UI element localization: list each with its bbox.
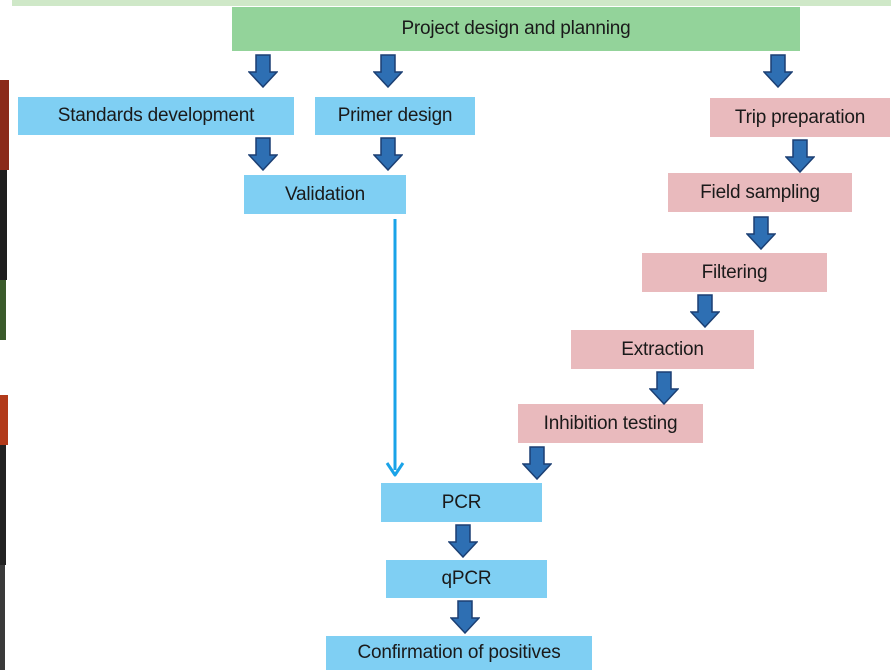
down-arrow-icon — [373, 137, 403, 171]
down-arrow-icon — [248, 137, 278, 171]
down-arrow-icon — [373, 54, 403, 88]
box-standards-development: Standards development — [18, 97, 294, 135]
down-arrow-icon — [448, 524, 478, 558]
down-arrow-icon — [785, 139, 815, 173]
down-arrow-icon — [248, 54, 278, 88]
top-band — [0, 0, 891, 6]
down-arrow-icon — [522, 446, 552, 480]
box-trip-preparation: Trip preparation — [710, 98, 890, 137]
box-pcr: PCR — [381, 483, 542, 522]
box-extraction: Extraction — [571, 330, 754, 369]
down-arrow-icon — [450, 600, 480, 634]
box-primer-design: Primer design — [315, 97, 475, 135]
box-inhibition-testing: Inhibition testing — [518, 404, 703, 443]
box-filtering: Filtering — [642, 253, 827, 292]
down-arrow-icon — [746, 216, 776, 250]
left-edge-decoration — [0, 0, 12, 670]
box-qpcr: qPCR — [386, 560, 547, 598]
box-field-sampling: Field sampling — [668, 173, 852, 212]
box-validation: Validation — [244, 175, 406, 214]
box-project-design: Project design and planning — [232, 7, 800, 51]
down-arrow-icon — [763, 54, 793, 88]
down-arrow-icon — [649, 371, 679, 405]
box-confirmation-of-positives: Confirmation of positives — [326, 636, 592, 670]
down-arrow-icon — [690, 294, 720, 328]
